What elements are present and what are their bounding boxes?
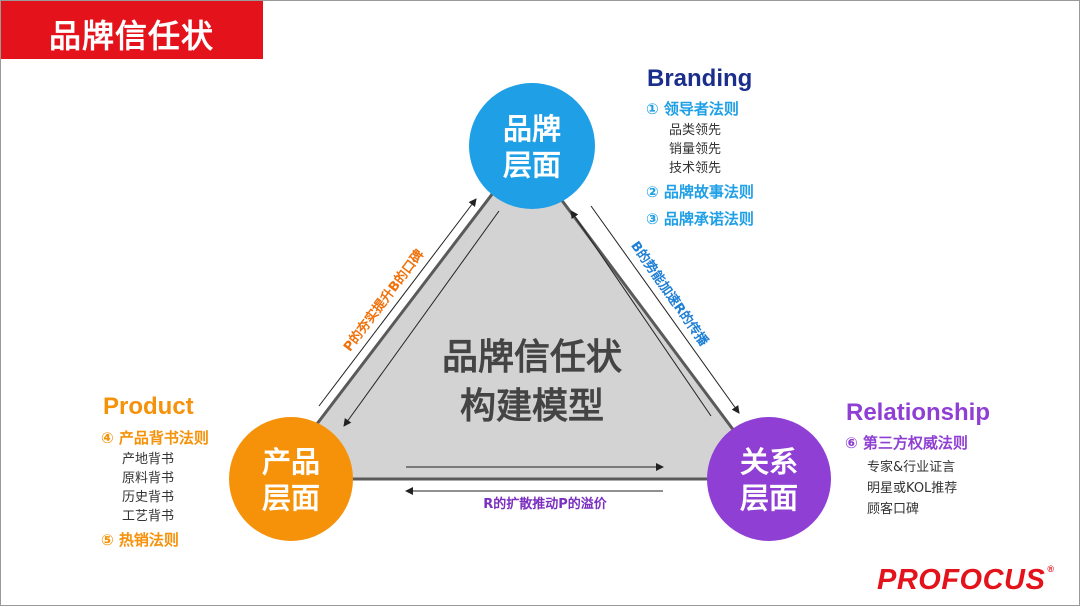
list-item: 专家&行业证言: [867, 460, 956, 475]
list-item: 历史背书: [122, 490, 175, 505]
logo-text: PROFOCUS: [877, 564, 1046, 596]
node-brand-line1: 品牌: [503, 112, 561, 146]
arrow-left-down: [343, 210, 500, 427]
branding-heading: Branding: [647, 65, 753, 92]
branding-rule-2: ② 品牌故事法则: [646, 183, 754, 201]
central-triangle: [271, 148, 773, 481]
list-item: 工艺背书: [122, 509, 175, 524]
list-item: 产地背书: [122, 452, 175, 467]
node-product-line2: 层面: [262, 481, 320, 515]
title-bar: 品牌信任状: [1, 1, 263, 59]
product-heading: Product: [103, 393, 194, 420]
center-title-line1: 品牌信任状: [442, 337, 623, 378]
arrow-right-up: [570, 210, 712, 417]
product-rule-4: ④ 产品背书法则: [101, 429, 209, 447]
node-relationship-line2: 层面: [740, 481, 798, 515]
branding-rule-1: ① 领导者法则: [646, 100, 739, 118]
page-title: 品牌信任状: [49, 17, 215, 55]
profocus-logo: PROFOCUS®: [877, 564, 1054, 597]
relationship-rule-6: ⑥ 第三方权威法则: [845, 434, 968, 452]
center-title-line2: 构建模型: [460, 386, 604, 427]
registered-mark: ®: [1047, 564, 1055, 574]
relationship-rule-6-items: 专家&行业证言 明星或KOL推荐 顾客口碑: [867, 457, 957, 520]
list-item: 品类领先: [669, 123, 722, 138]
list-item: 顾客口碑: [867, 502, 920, 517]
node-brand: [469, 83, 595, 209]
node-relationship-line1: 关系: [740, 445, 798, 479]
edge-label-bottom: R的扩散推动P的溢价: [483, 496, 608, 512]
arrow-right-down: [590, 205, 740, 414]
arrow-left-up: [318, 198, 477, 407]
node-product: [229, 417, 353, 541]
branding-rule-3: ③ 品牌承诺法则: [646, 210, 754, 228]
list-item: 技术领先: [669, 161, 722, 176]
list-item: 明星或KOL推荐: [867, 481, 958, 496]
node-relationship: [707, 417, 831, 541]
list-item: 原料背书: [122, 471, 175, 486]
product-rule-5: ⑤ 热销法则: [101, 531, 179, 549]
branding-rule-1-items: 品类领先 销量领先 技术领先: [669, 121, 721, 178]
list-item: 销量领先: [669, 142, 722, 157]
product-rule-4-items: 产地背书 原料背书 历史背书 工艺背书: [122, 450, 174, 526]
relationship-heading: Relationship: [846, 399, 991, 426]
node-product-line1: 产品: [262, 445, 320, 479]
node-brand-line2: 层面: [503, 148, 561, 182]
